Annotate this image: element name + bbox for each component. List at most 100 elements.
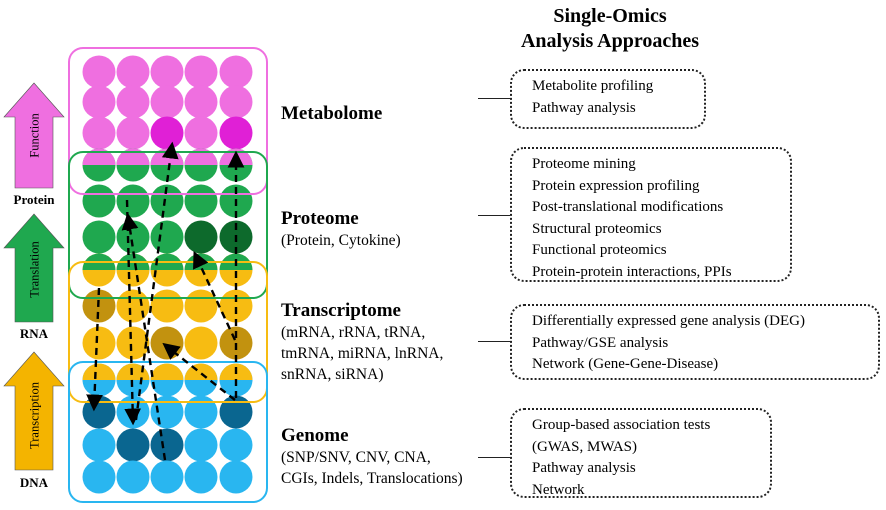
omics-dot [219, 85, 253, 119]
approach-item: Pathway analysis [532, 99, 636, 116]
regulation-arrow [86, 287, 103, 412]
transcription-arrow [3, 351, 65, 471]
omics-dot-half [184, 363, 218, 380]
metabolome-layer-outline [68, 47, 268, 195]
approach-item: Pathway analysis [532, 460, 636, 476]
omics-dot [82, 85, 116, 119]
connector-line [478, 457, 510, 458]
omics-dot [116, 220, 150, 254]
omics-dot [184, 428, 218, 462]
connector-line [478, 341, 510, 342]
omics-dot-half [116, 363, 150, 380]
omics-dot [82, 184, 116, 218]
metabolome-block: Metabolome [281, 103, 382, 125]
omics-dot [184, 116, 218, 150]
proteome-block: Proteome (Protein, Cytokine) [281, 208, 401, 251]
function-arrow-label: Function [27, 113, 42, 158]
regulation-arrow [124, 199, 142, 426]
omics-dot [116, 289, 150, 323]
omics-dot-half [150, 363, 184, 380]
genome-approaches-box: Group-based association tests (GWAS, MWA… [510, 408, 772, 498]
omics-dot [184, 326, 218, 360]
omics-dot [82, 116, 116, 150]
omic-subtitle: CGIs, Indels, Translocations) [281, 470, 463, 487]
title-line-2: Analysis Approaches [520, 30, 699, 52]
transcription-arrow-label: Transcription [27, 382, 42, 449]
omics-dot [219, 55, 253, 89]
figure-title: Single-Omics Analysis Approaches [480, 4, 740, 54]
omics-dot [82, 55, 116, 89]
omics-dot [116, 55, 150, 89]
omics-dot [82, 460, 116, 494]
regulation-arrow [193, 250, 237, 341]
approach-item: Protein-protein interactions, PPIs [532, 263, 732, 280]
rna-label: RNA [19, 326, 49, 341]
omics-dot [219, 460, 253, 494]
omics-dot [116, 326, 150, 360]
omic-subtitle: (SNP/SNV, CNV, CNA, [281, 449, 431, 466]
omic-name: Metabolome [281, 103, 383, 124]
approach-item: (GWAS, MWAS) [532, 438, 637, 455]
omics-dot [116, 428, 150, 462]
connector-line [478, 215, 510, 216]
omics-dot-half [184, 148, 218, 165]
omics-dot [116, 460, 150, 494]
omic-subtitle: snRNA, siRNA) [281, 366, 384, 383]
approach-item: Protein expression profiling [532, 177, 700, 194]
metabolome-approaches-box: Metabolite profiling Pathway analysis [510, 69, 706, 129]
omics-dot [150, 289, 184, 323]
omics-dot [150, 460, 184, 494]
omics-dot [82, 326, 116, 360]
omics-dot [150, 220, 184, 254]
approach-item: Pathway/GSE analysis [532, 334, 669, 351]
regulation-arrow [162, 342, 236, 401]
omics-dot [150, 55, 184, 89]
transcriptome-block: Transcriptome (mRNA, rRNA, tRNA, tmRNA, … [281, 300, 443, 385]
omics-dot [150, 85, 184, 119]
omic-name: Genome [281, 425, 349, 446]
omics-dot [219, 428, 253, 462]
omics-dot [184, 55, 218, 89]
omics-dot [219, 395, 253, 429]
omic-subtitle: (Protein, Cytokine) [281, 232, 401, 249]
protein-label: Protein [13, 192, 55, 207]
omic-subtitle: (mRNA, rRNA, tRNA, [281, 324, 426, 341]
function-arrow [3, 82, 65, 189]
omics-dot [184, 460, 218, 494]
omics-dot [184, 220, 218, 254]
proteome-approaches-box: Proteome mining Protein expression profi… [510, 147, 792, 282]
translation-arrow [3, 213, 65, 323]
omic-name: Proteome [281, 208, 359, 229]
omics-dot [150, 428, 184, 462]
omics-dot [82, 428, 116, 462]
omics-dot-half [150, 148, 184, 165]
omics-dot [116, 184, 150, 218]
omics-dot [219, 116, 253, 150]
translation-arrow-label: Translation [27, 241, 42, 298]
omics-dot [184, 85, 218, 119]
approach-item: Differentially expressed gene analysis (… [532, 313, 805, 329]
omics-dot-half [116, 148, 150, 165]
approach-item: Network (Gene-Gene-Disease) [532, 356, 719, 372]
omics-dot [184, 395, 218, 429]
regulation-arrow [134, 141, 179, 421]
connector-line [478, 98, 510, 99]
omics-dot [82, 220, 116, 254]
approach-item: Functional proteomics [532, 242, 667, 258]
transcriptome-layer-outline [68, 261, 268, 403]
omics-dot-half [82, 148, 116, 165]
omics-dot [116, 395, 150, 429]
transcriptome-approaches-box: Differentially expressed gene analysis (… [510, 304, 880, 380]
approach-item: Proteome mining [532, 156, 636, 172]
omics-dot [116, 116, 150, 150]
omics-dot [150, 116, 184, 150]
regulation-arrow [121, 212, 167, 461]
approach-item: Post-translational modifications [532, 199, 724, 215]
approach-item: Metabolite profiling [532, 78, 654, 94]
omic-subtitle: tmRNA, miRNA, lnRNA, [281, 345, 444, 362]
omics-dot-half [82, 363, 116, 380]
approach-item: Network [532, 481, 585, 498]
approach-item: Group-based association tests [532, 417, 711, 433]
